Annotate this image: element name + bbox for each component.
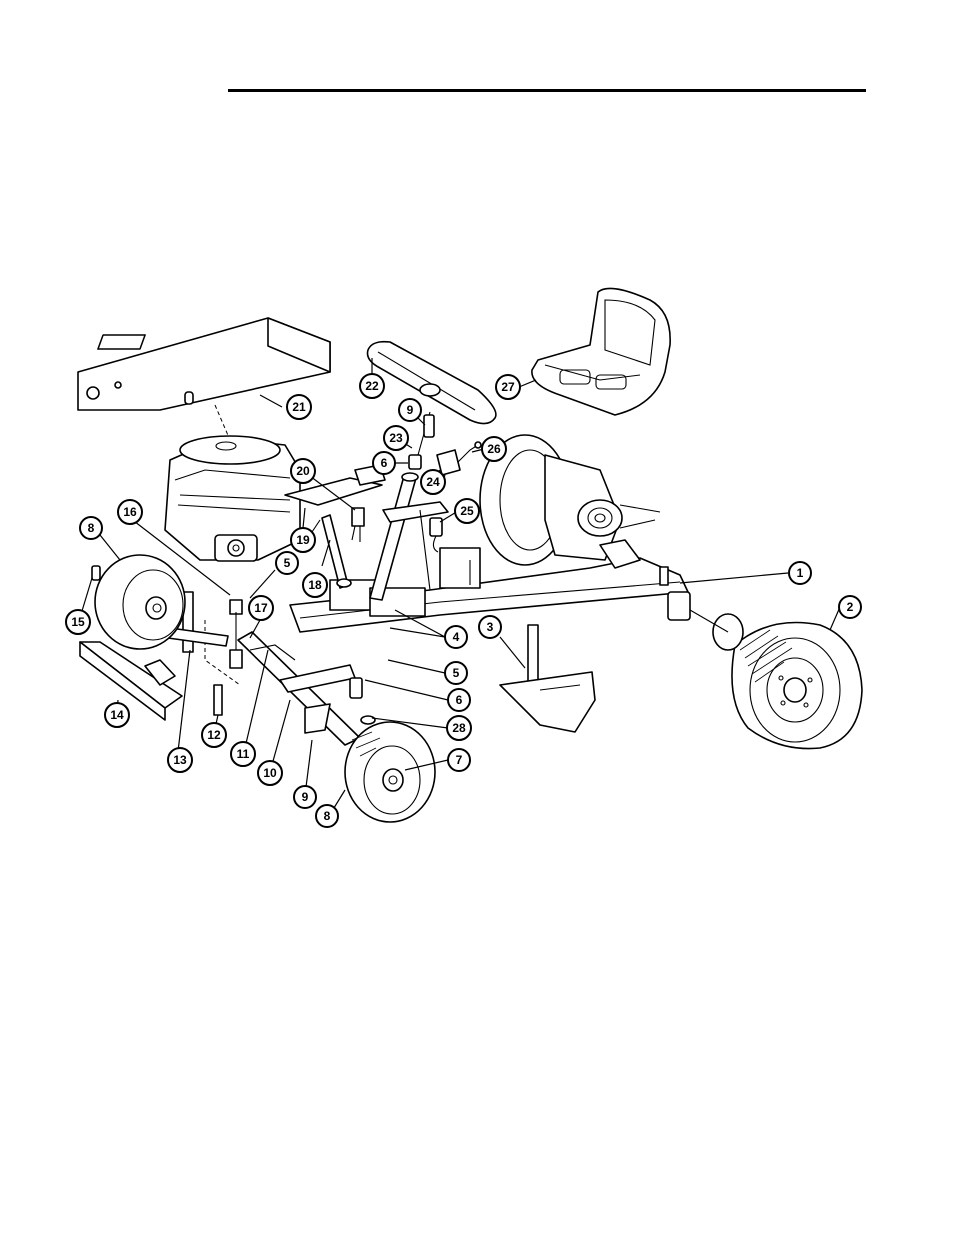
callout-24: 24: [420, 469, 446, 495]
svg-text:8: 8: [88, 521, 95, 535]
callout-3: 3: [478, 615, 502, 639]
callout-19: 19: [290, 527, 316, 553]
svg-text:5: 5: [284, 556, 291, 570]
transaxle-assembly: [479, 434, 661, 566]
callout-8-left: 8: [79, 516, 103, 540]
svg-text:23: 23: [389, 431, 403, 445]
callout-20: 20: [290, 458, 316, 484]
svg-text:6: 6: [381, 456, 388, 470]
callout-26: 26: [481, 436, 507, 462]
svg-text:1: 1: [797, 566, 804, 580]
svg-text:17: 17: [254, 601, 268, 615]
engine: [164, 435, 301, 562]
svg-text:16: 16: [123, 505, 137, 519]
svg-text:9: 9: [407, 403, 414, 417]
callout-28: 28: [446, 715, 472, 741]
svg-text:28: 28: [452, 721, 466, 735]
rear-tire-right: [689, 609, 863, 750]
svg-text:3: 3: [487, 620, 494, 634]
svg-text:19: 19: [296, 533, 310, 547]
callout-6-lower: 6: [447, 688, 471, 712]
callout-7: 7: [447, 748, 471, 772]
svg-text:24: 24: [426, 475, 440, 489]
svg-text:11: 11: [237, 747, 250, 761]
svg-text:9: 9: [302, 790, 309, 804]
front-tire-left: [91, 554, 186, 650]
mower-chute: [499, 624, 596, 733]
callout-15: 15: [65, 609, 91, 635]
svg-text:5: 5: [453, 666, 460, 680]
callout-9-lower: 9: [293, 785, 317, 809]
callout-10: 10: [257, 760, 283, 786]
callout-13: 13: [167, 747, 193, 773]
front-bumper: [79, 641, 183, 721]
callout-17: 17: [248, 595, 274, 621]
svg-text:22: 22: [365, 379, 379, 393]
svg-text:25: 25: [460, 504, 474, 518]
ignition-switch: [429, 441, 482, 553]
callout-25: 25: [454, 498, 480, 524]
svg-text:26: 26: [487, 442, 501, 456]
svg-text:10: 10: [263, 766, 277, 780]
callout-18: 18: [302, 572, 328, 598]
callout-12: 12: [201, 722, 227, 748]
leader-lines: [81, 358, 841, 817]
svg-text:4: 4: [453, 630, 460, 644]
callout-1: 1: [788, 561, 812, 585]
svg-text:8: 8: [324, 809, 331, 823]
callout-6-upper: 6: [372, 451, 396, 475]
svg-text:13: 13: [173, 753, 187, 767]
callout-11: 11: [230, 741, 256, 767]
callout-16: 16: [117, 499, 143, 525]
svg-text:20: 20: [296, 464, 310, 478]
callout-2: 2: [838, 595, 862, 619]
callout-22: 22: [359, 373, 385, 399]
hood-panel: [77, 317, 331, 441]
svg-text:6: 6: [456, 693, 463, 707]
callout-14: 14: [104, 702, 130, 728]
svg-text:21: 21: [292, 400, 306, 414]
svg-text:15: 15: [71, 615, 85, 629]
svg-text:27: 27: [501, 380, 515, 394]
svg-text:18: 18: [308, 578, 322, 592]
callout-5-lower: 5: [444, 661, 468, 685]
callout-9-upper: 9: [398, 398, 422, 422]
seat: [531, 287, 671, 416]
callout-23: 23: [383, 425, 409, 451]
steering-column: [369, 411, 449, 601]
front-tire-right: [344, 721, 436, 823]
svg-text:2: 2: [847, 600, 854, 614]
callout-5-upper: 5: [275, 551, 299, 575]
callout-4: 4: [444, 625, 468, 649]
header-rule: [228, 89, 866, 92]
svg-text:7: 7: [456, 753, 463, 767]
svg-text:12: 12: [207, 728, 221, 742]
svg-text:14: 14: [110, 708, 124, 722]
steering-wheel: [366, 340, 497, 425]
callout-8-right: 8: [315, 804, 339, 828]
callout-21: 21: [286, 394, 312, 420]
callout-27: 27: [495, 374, 521, 400]
lift-lever: [309, 514, 352, 589]
